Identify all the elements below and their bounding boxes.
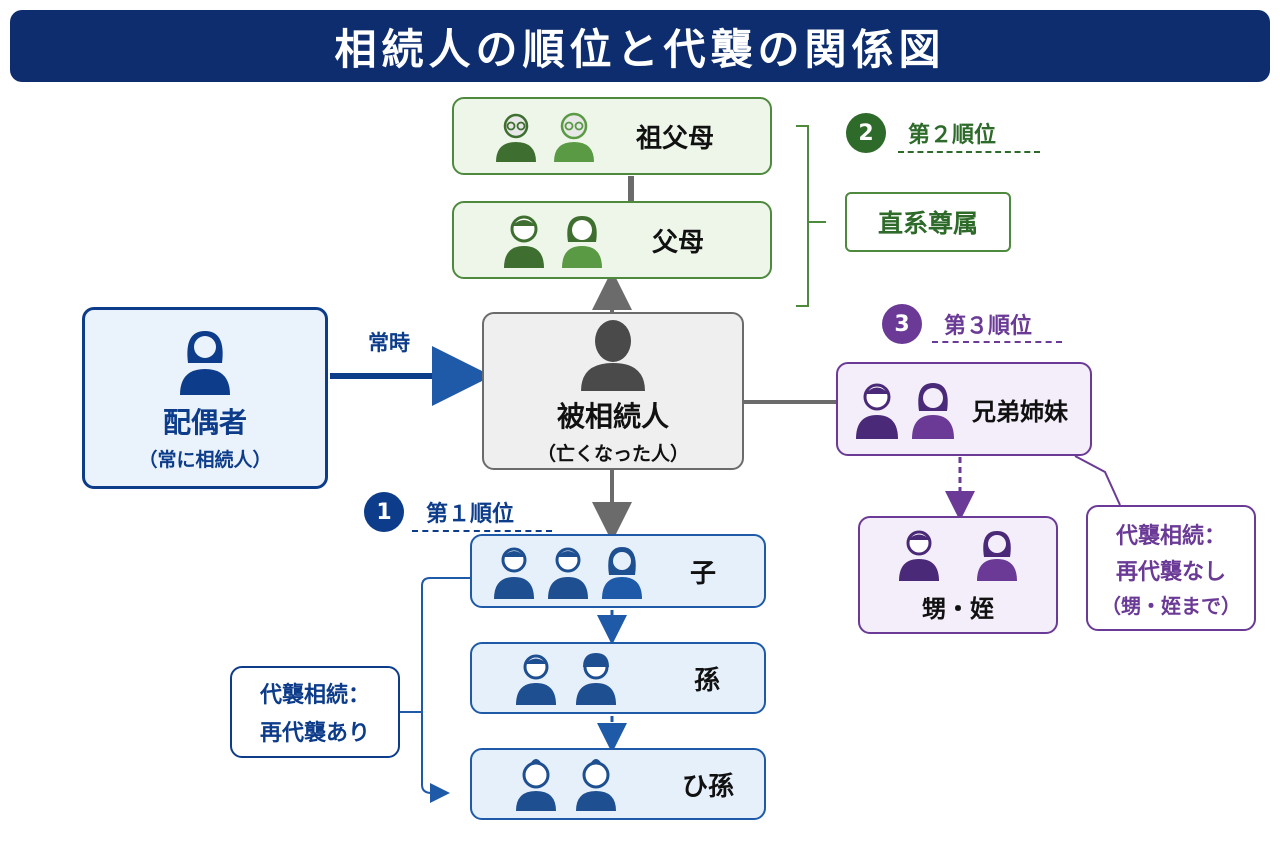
- son-icon-2: [548, 547, 588, 599]
- node-nephews-nieces: 甥・姪: [858, 516, 1058, 634]
- rank-1-badge: 1: [364, 492, 404, 532]
- label-spouse: 配偶者: [162, 405, 247, 439]
- bracket-ascendants: [796, 125, 826, 307]
- rank-3-badge: 3: [882, 304, 922, 344]
- node-decedent: 被相続人 （亡くなった人）: [482, 312, 744, 470]
- node-grandchildren: 孫: [470, 642, 766, 714]
- mother-icon: [562, 216, 602, 268]
- label-grandparents: 祖父母: [636, 123, 715, 154]
- node-grandparents: 祖父母: [452, 97, 772, 175]
- label-parents: 父母: [652, 227, 705, 258]
- note-purple-line3: （甥・姪まで）: [1101, 593, 1241, 618]
- node-children: 子: [470, 534, 766, 608]
- label-great-grandchildren: ひ孫: [682, 771, 735, 802]
- decedent-icon: [581, 319, 645, 391]
- rank-1-number: 1: [376, 499, 392, 525]
- grandfather-icon: [496, 113, 536, 162]
- baby-icon-2: [576, 759, 616, 811]
- rank-2-number: 2: [858, 120, 874, 146]
- rank-2-underline: [898, 151, 1040, 153]
- label-nephews-nieces: 甥・姪: [922, 594, 994, 623]
- spouse-icon: [180, 330, 230, 395]
- node-siblings: 兄弟姉妹: [836, 362, 1092, 456]
- label-decedent: 被相続人: [556, 399, 669, 433]
- grandmother-icon: [554, 112, 594, 162]
- node-parents: 父母: [452, 201, 772, 279]
- granddaughter-icon: [576, 653, 616, 705]
- note-purple-line2: 再代襲なし: [1115, 559, 1226, 585]
- tag-lineal-ascendants: 直系尊属: [845, 192, 1011, 252]
- rank-1-label: 第１順位: [426, 502, 515, 527]
- note-purple-line1: 代襲相続：: [1115, 523, 1226, 549]
- bracket-representation-blue: [421, 577, 470, 803]
- node-spouse: 配偶者 （常に相続人）: [82, 307, 328, 489]
- rank-3-underline: [932, 341, 1062, 343]
- label-siblings: 兄弟姉妹: [972, 397, 1068, 426]
- father-icon: [504, 215, 544, 268]
- nephew-icon: [899, 530, 939, 581]
- daughter-icon: [602, 547, 642, 599]
- node-great-grandchildren: ひ孫: [470, 748, 766, 820]
- page-title: 相続人の順位と代襲の関係図: [334, 24, 946, 74]
- leader-purple-note: [1074, 455, 1121, 506]
- rank-3-number: 3: [894, 311, 910, 337]
- rank-2-label: 第２順位: [908, 123, 997, 148]
- note-purple: 代襲相続： 再代襲なし （甥・姪まで）: [1086, 505, 1256, 631]
- note-blue-line2: 再代襲あり: [259, 721, 370, 746]
- brother-icon: [856, 383, 898, 439]
- rank-3-label: 第３順位: [944, 314, 1033, 339]
- rank-1-underline: [412, 530, 552, 532]
- label-always: 常時: [368, 331, 410, 355]
- label-grandchildren: 孫: [694, 665, 721, 696]
- sister-icon: [912, 383, 954, 439]
- note-blue-line1: 代襲相続：: [259, 683, 370, 708]
- baby-icon: [516, 759, 556, 811]
- rank-2-badge: 2: [846, 113, 886, 153]
- label-children: 子: [690, 558, 717, 589]
- grandson-icon: [516, 654, 556, 705]
- son-icon: [494, 547, 534, 599]
- title-banner: 相続人の順位と代襲の関係図: [10, 10, 1270, 82]
- label-spouse-sub: （常に相続人）: [138, 448, 272, 471]
- label-lineal-ascendants: 直系尊属: [877, 209, 978, 238]
- niece-icon: [977, 530, 1017, 581]
- label-decedent-sub: （亡くなった人）: [536, 442, 689, 465]
- note-blue: 代襲相続： 再代襲あり: [230, 666, 400, 758]
